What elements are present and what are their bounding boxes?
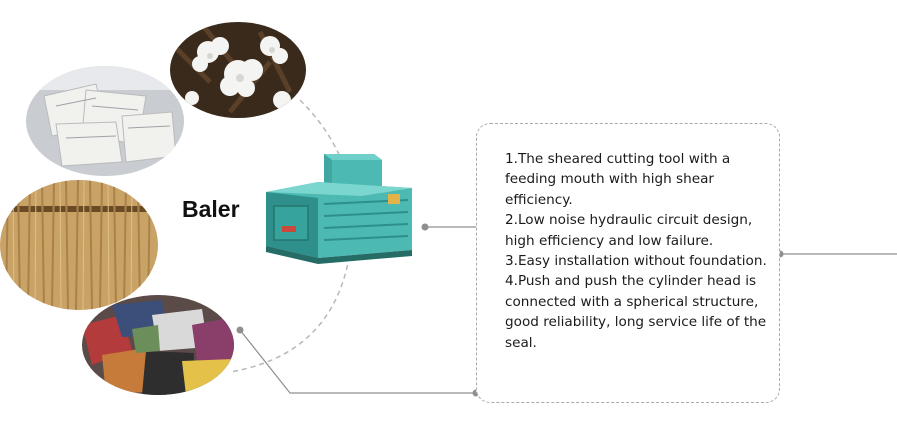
- feature-item: 3.Easy installation without foundation.: [505, 253, 767, 270]
- feature-item: 1.The sheared cutting tool with a feedin…: [505, 151, 731, 208]
- clothes-connector-dot: [236, 326, 244, 334]
- baler-machine-image: [262, 150, 422, 270]
- cotton-photo: [170, 22, 306, 118]
- machine-connector-dot: [421, 223, 429, 231]
- features-box: [476, 123, 780, 403]
- features-list: 1.The sheared cutting tool with a feedin…: [505, 149, 767, 353]
- clothes-photo: [82, 295, 234, 395]
- feature-item: 4.Push and push the cylinder head is con…: [505, 273, 767, 351]
- clothes-connector-line: [239, 329, 476, 394]
- page-title: Baler: [182, 196, 240, 222]
- paper-waste-photo: [26, 66, 184, 176]
- feature-item: 2.Low noise hydraulic circuit design, hi…: [505, 212, 753, 249]
- straw-photo: [0, 180, 158, 310]
- dashed-arc: [229, 99, 353, 373]
